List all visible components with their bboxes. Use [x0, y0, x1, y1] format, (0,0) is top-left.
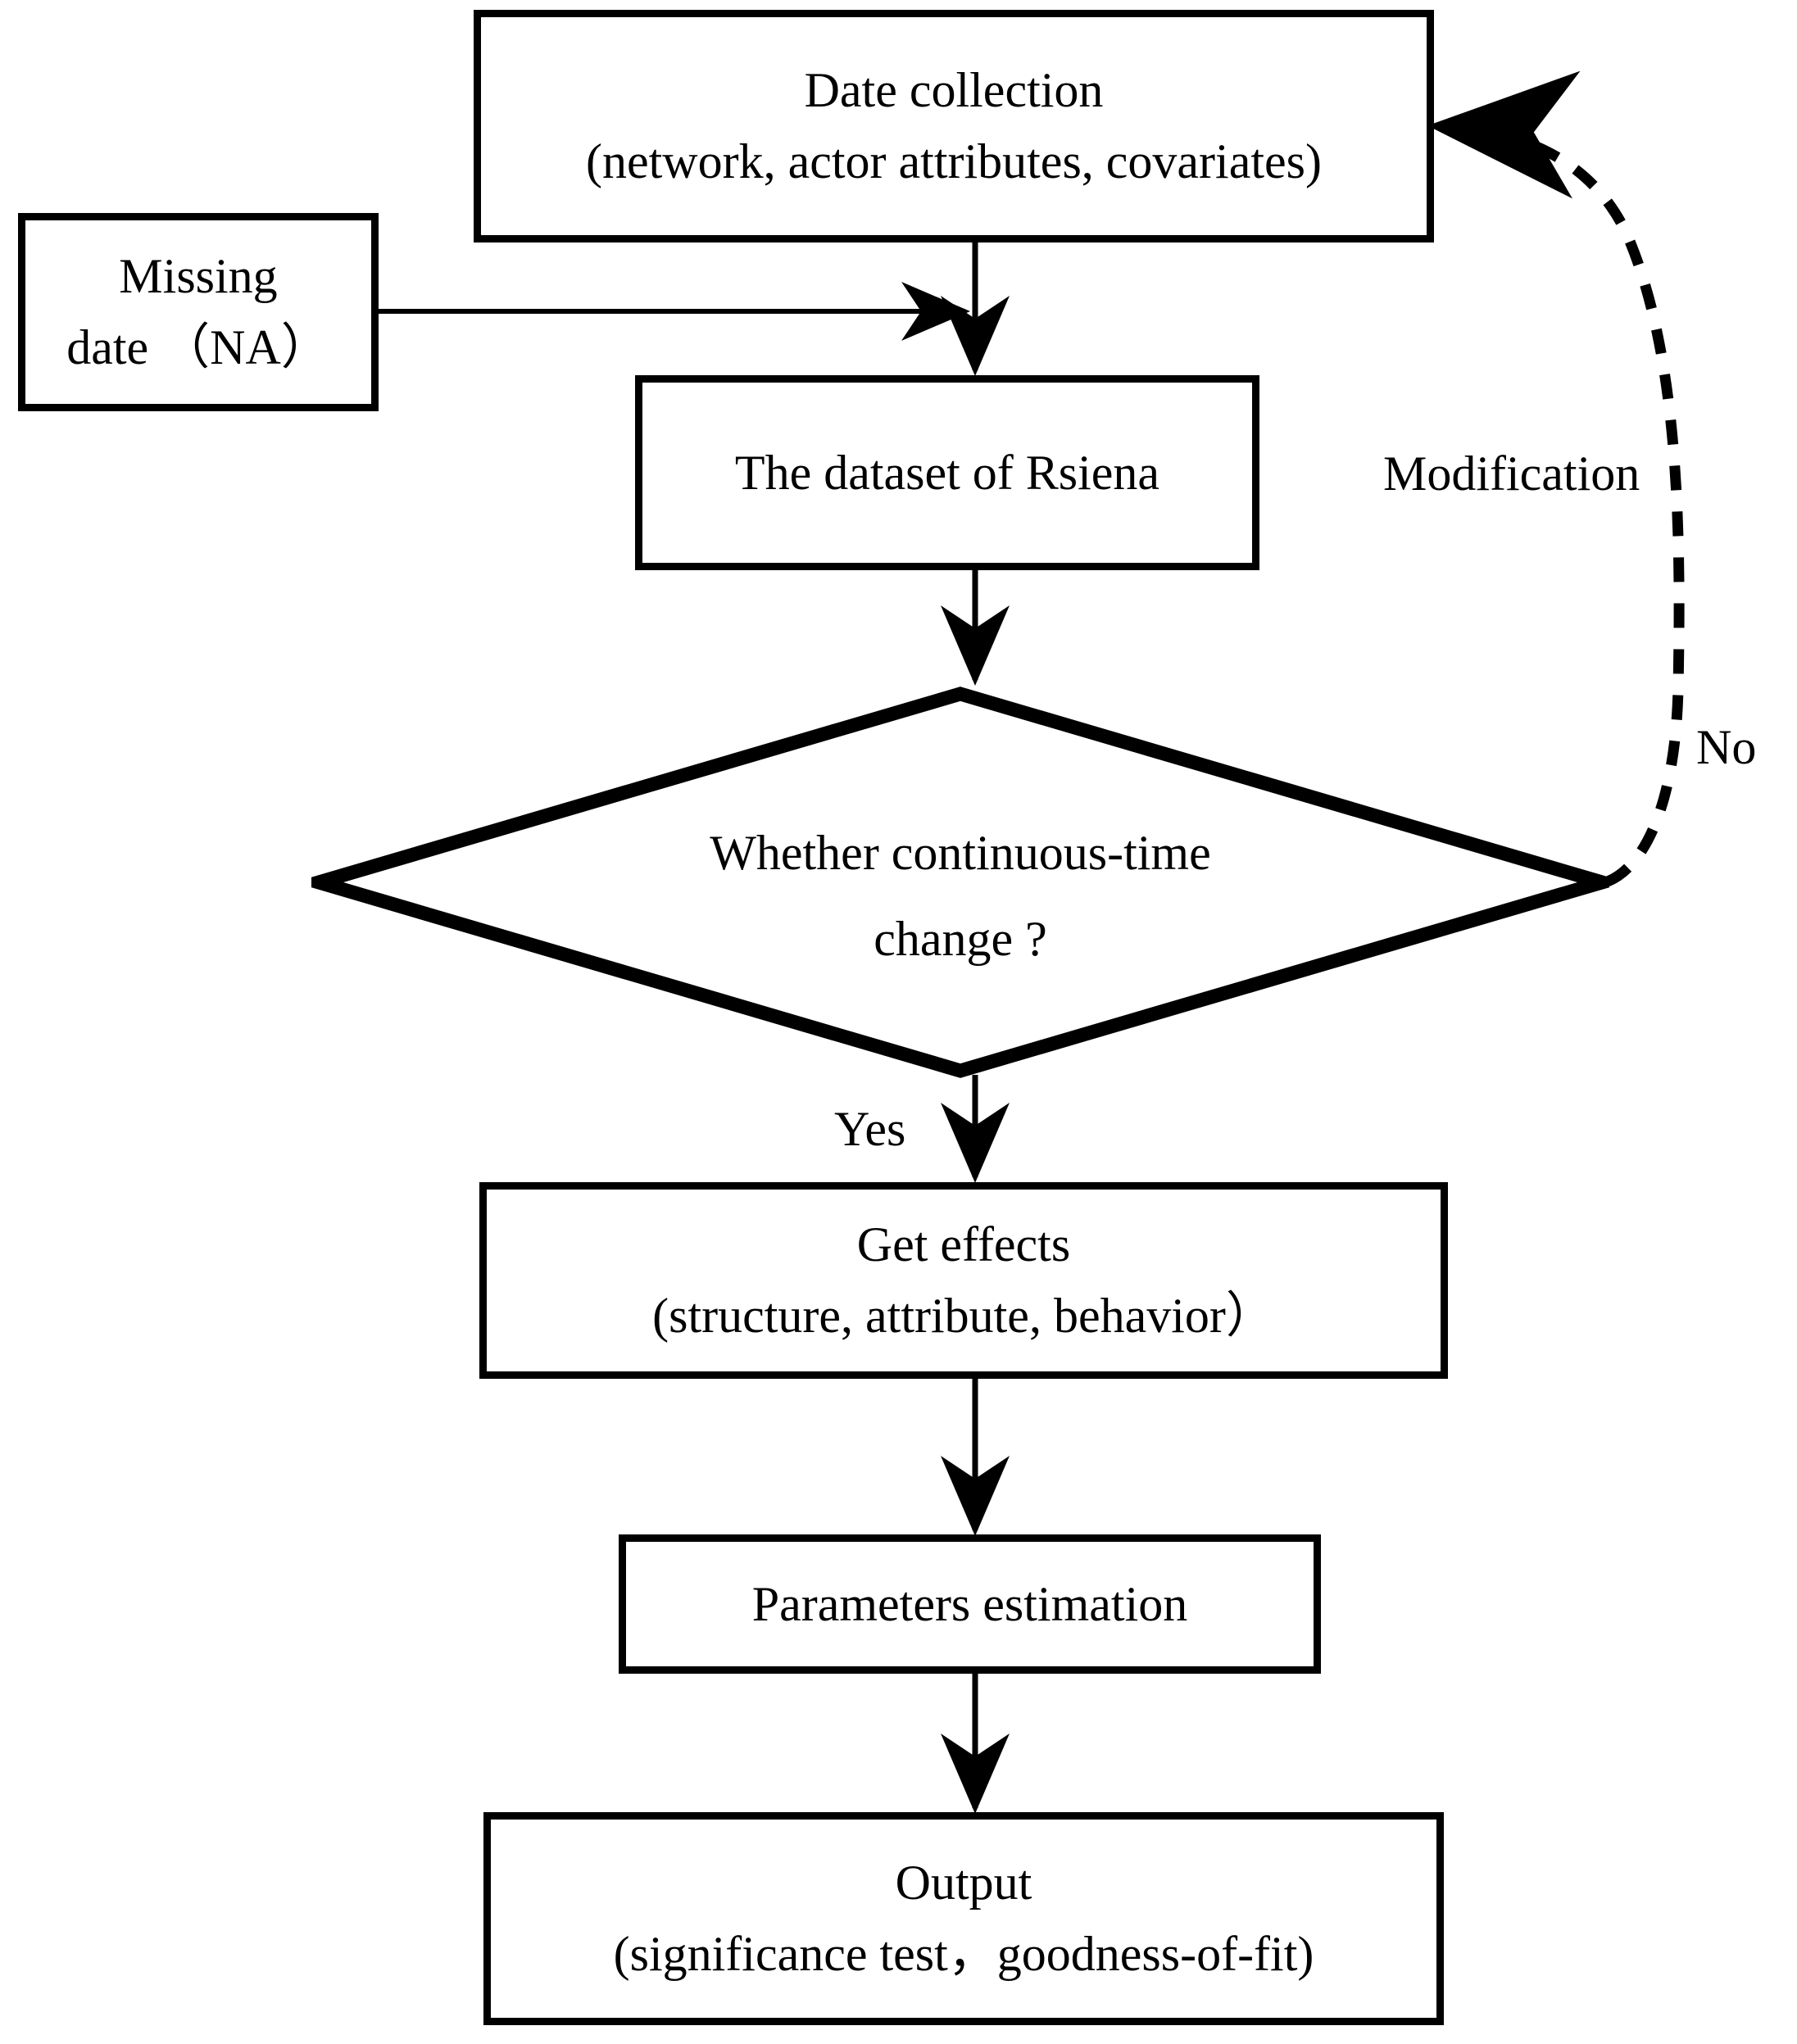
- node-get-effects-line1: Get effects: [856, 1217, 1071, 1271]
- node-missing-date[interactable]: Missing date （NA）: [18, 213, 379, 411]
- node-decision-line1: Whether continuous-time: [710, 826, 1211, 880]
- node-decision-label: Whether continuous-time change ?: [311, 687, 1609, 1078]
- node-missing-date-line1: Missing: [119, 249, 278, 303]
- node-output[interactable]: Output (significance test，goodness-of-fi…: [483, 1812, 1444, 2025]
- node-rsiena-dataset[interactable]: The dataset of Rsiena: [635, 375, 1259, 570]
- node-decision-line2: change ?: [874, 912, 1047, 966]
- edge-label-no: No: [1696, 720, 1757, 774]
- node-date-collection[interactable]: Date collection (network, actor attribut…: [474, 10, 1434, 242]
- node-output-line1: Output: [895, 1856, 1032, 1910]
- edge-label-yes: Yes: [834, 1102, 906, 1156]
- decision-diamond-shape: [311, 687, 1609, 1078]
- node-date-collection-line1: Date collection: [804, 63, 1104, 117]
- edge-label-modification: Modification: [1383, 446, 1640, 501]
- node-decision-continuous-time[interactable]: Whether continuous-time change ?: [311, 687, 1609, 1078]
- node-get-effects-line2: (structure, attribute, behavior）: [652, 1289, 1275, 1343]
- node-get-effects[interactable]: Get effects (structure, attribute, behav…: [479, 1182, 1448, 1379]
- node-date-collection-line2: (network, actor attributes, covariates): [586, 134, 1322, 188]
- node-missing-date-line2: date （NA）: [66, 320, 330, 374]
- node-rsiena-dataset-line1: The dataset of Rsiena: [734, 445, 1160, 500]
- node-parameters-estimation-line1: Parameters estimation: [751, 1576, 1188, 1631]
- node-output-line2: (significance test，goodness-of-fit): [613, 1927, 1314, 1981]
- node-parameters-estimation[interactable]: Parameters estimation: [619, 1534, 1321, 1674]
